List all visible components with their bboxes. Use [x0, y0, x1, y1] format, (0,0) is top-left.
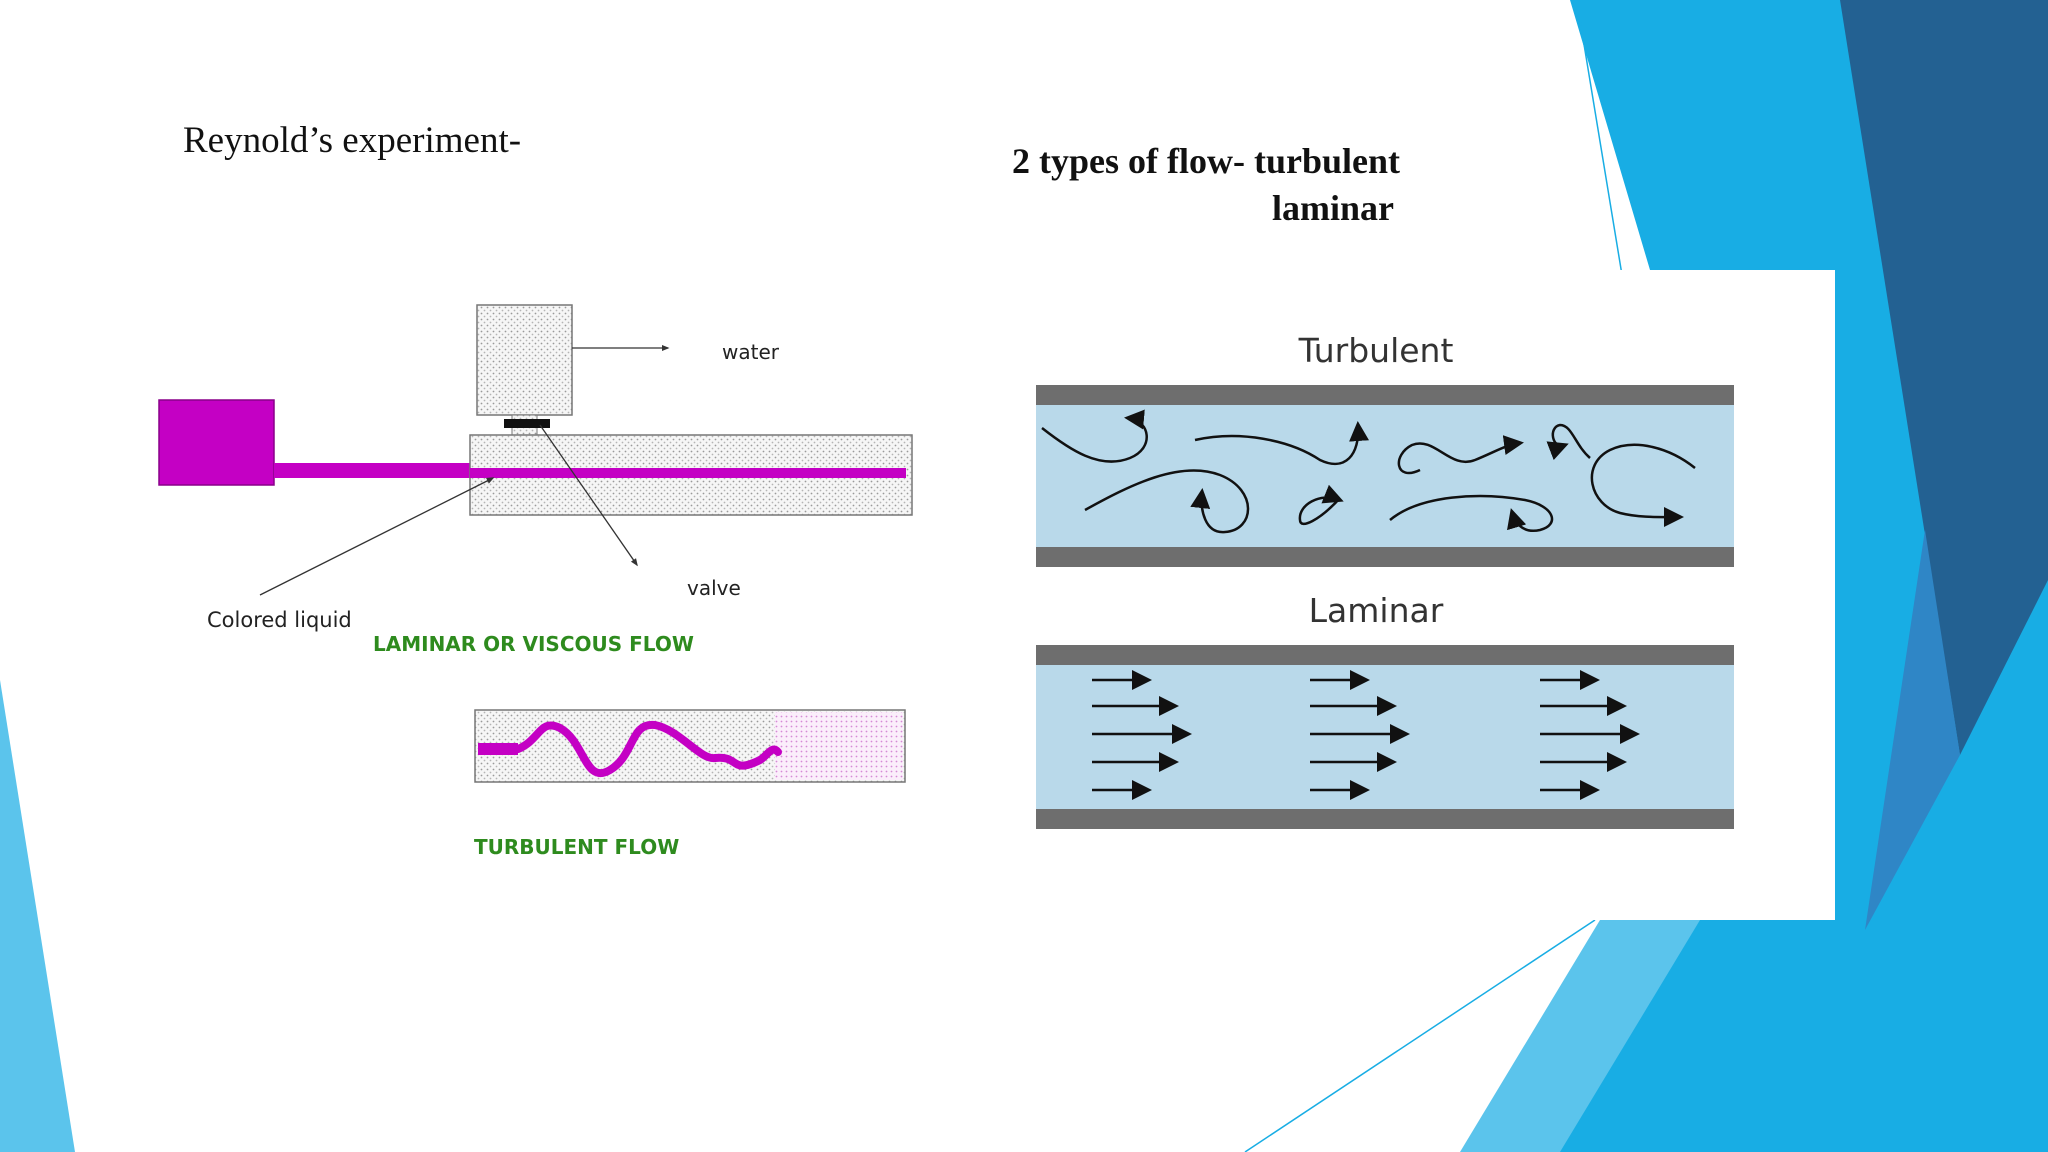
turbulent-heading: Turbulent — [1298, 331, 1454, 370]
decor-dark-band — [1840, 0, 2048, 755]
turbulent-pipe-wall-top — [1036, 385, 1734, 405]
valve-icon — [504, 419, 550, 428]
eddy-arrow — [1084, 469, 1250, 534]
decor-line-top — [1579, 19, 1623, 276]
decor-light-triangle-bottom — [1460, 920, 1700, 1152]
reynolds-apparatus-diagram: water valve Colored liquid LAMINAR OR VI… — [158, 304, 913, 859]
valve-label: valve — [687, 576, 741, 600]
colored-liquid-leader-line — [259, 477, 495, 596]
turbulent-dye-mix-zone — [775, 712, 903, 780]
eddy-arrow — [1546, 423, 1591, 461]
turbulent-eddies — [1041, 409, 1696, 534]
dye-streak-laminar — [470, 468, 906, 478]
slide-title-right-line1: 2 types of flow- turbulent — [1012, 141, 1400, 181]
eddy-arrow — [1389, 494, 1554, 533]
eddy-arrow — [1397, 435, 1524, 475]
slide-title-left: Reynold’s experiment- — [183, 120, 521, 161]
decor-light-triangle-left — [0, 680, 75, 1152]
turbulent-dye-inlet — [478, 743, 518, 755]
turbulent-pipe-fluid — [1036, 405, 1734, 547]
decor-line-bottom — [1244, 919, 1596, 1152]
water-tank — [476, 304, 573, 416]
eddy-arrow — [1298, 484, 1344, 526]
turbulent-pipe-wall-bottom — [1036, 547, 1734, 567]
laminar-streamlines — [1092, 670, 1640, 800]
eddy-arrow — [1590, 443, 1696, 528]
laminar-pipe-wall-top — [1036, 645, 1734, 665]
colored-liquid-label: Colored liquid — [207, 608, 352, 632]
decor-mid-blue-triangle — [1865, 530, 1960, 930]
flow-comparison-panel: Turbulent Laminar — [1036, 331, 1734, 829]
slide-title-right-line2: laminar — [1272, 188, 1394, 228]
dye-reservoir — [158, 399, 275, 486]
water-label: water — [722, 340, 780, 364]
valve-leader-line — [539, 424, 638, 567]
laminar-pipe-fluid — [1036, 665, 1734, 809]
dye-feed-pipe — [274, 463, 472, 478]
eddy-arrow — [1041, 409, 1148, 463]
eddy-arrow — [1194, 421, 1370, 466]
turbulent-flow-caption: TURBULENT FLOW — [474, 835, 679, 859]
laminar-heading: Laminar — [1309, 591, 1444, 630]
laminar-flow-caption: LAMINAR OR VISCOUS FLOW — [373, 632, 694, 656]
turbulent-dye-wave — [514, 720, 782, 777]
laminar-pipe-wall-bottom — [1036, 809, 1734, 829]
